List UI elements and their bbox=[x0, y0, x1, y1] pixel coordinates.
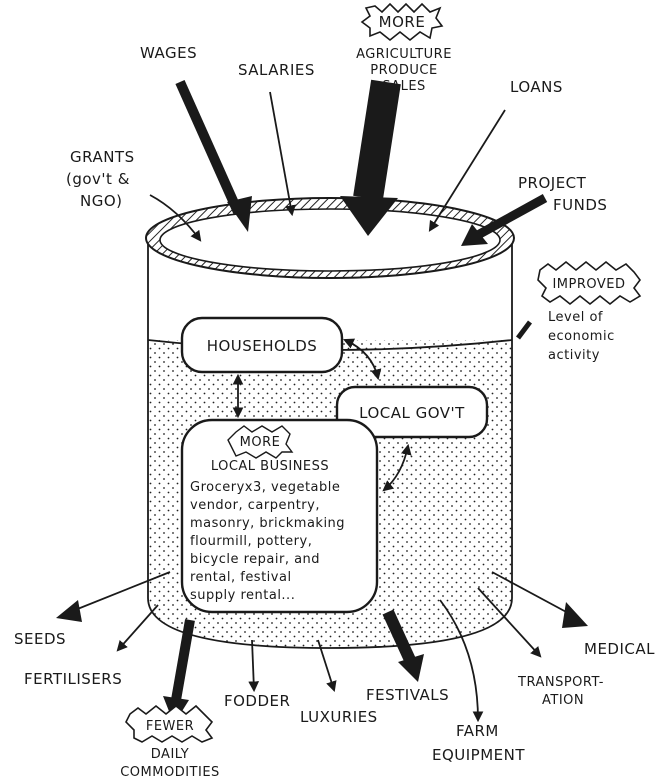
label-loans: LOANS bbox=[510, 78, 563, 96]
bucket-rim bbox=[160, 209, 500, 271]
label-daily: DAILY bbox=[151, 747, 189, 762]
fewer-badge: FEWER bbox=[126, 706, 212, 742]
local-govt-label: LOCAL GOV'T bbox=[359, 404, 465, 422]
label-seeds: SEEDS bbox=[14, 630, 66, 648]
label-activity: activity bbox=[548, 348, 600, 363]
label-grants-ngo: NGO) bbox=[80, 192, 123, 210]
improved-badge-text: IMPROVED bbox=[552, 277, 625, 292]
label-fodder: FODDER bbox=[224, 692, 290, 710]
business-more-badge: MORE bbox=[240, 435, 281, 450]
label-transport: TRANSPORT- bbox=[517, 675, 604, 690]
label-agriculture: AGRICULTURE bbox=[356, 47, 452, 62]
business-line-1: Groceryx3, vegetable bbox=[190, 480, 340, 495]
label-sales: SALES bbox=[382, 79, 426, 94]
business-line-6: rental, festival bbox=[190, 570, 292, 585]
label-wages: WAGES bbox=[140, 44, 197, 62]
business-line-3: masonry, brickmaking bbox=[190, 516, 345, 531]
label-equipment: EQUIPMENT bbox=[432, 746, 525, 764]
business-line-4: flourmill, pottery, bbox=[190, 534, 312, 549]
label-luxuries: LUXURIES bbox=[300, 708, 378, 726]
label-level-of: Level of bbox=[548, 310, 603, 325]
level-pointer bbox=[518, 322, 530, 338]
label-project: PROJECT bbox=[518, 174, 587, 192]
improved-badge: IMPROVED bbox=[538, 262, 640, 304]
business-line-2: vendor, carpentry, bbox=[190, 498, 320, 513]
label-fertilisers: FERTILISERS bbox=[24, 670, 122, 688]
more-badge-top-text: MORE bbox=[379, 13, 426, 31]
label-produce: PRODUCE bbox=[370, 63, 437, 78]
fewer-badge-text: FEWER bbox=[146, 719, 194, 734]
label-festivals: FESTIVALS bbox=[366, 686, 449, 704]
households-label: HOUSEHOLDS bbox=[207, 337, 318, 355]
label-medical: MEDICAL bbox=[584, 640, 655, 658]
households-node: HOUSEHOLDS bbox=[182, 318, 342, 372]
label-grants: GRANTS bbox=[70, 148, 135, 166]
label-farm: FARM bbox=[456, 722, 499, 740]
label-grants-govt: (gov't & bbox=[66, 170, 130, 188]
label-ation: ATION bbox=[542, 693, 584, 708]
more-badge-top: MORE bbox=[362, 4, 442, 40]
business-line-5: bicycle repair, and bbox=[190, 552, 320, 567]
local-business-node: MORE LOCAL BUSINESS Groceryx3, vegetable… bbox=[182, 420, 377, 612]
label-salaries: SALARIES bbox=[238, 61, 315, 79]
business-line-7: supply rental... bbox=[190, 588, 295, 603]
label-commodities: COMMODITIES bbox=[120, 765, 220, 780]
label-funds: FUNDS bbox=[553, 196, 607, 214]
label-economic: economic bbox=[548, 329, 615, 344]
business-title: LOCAL BUSINESS bbox=[211, 459, 329, 474]
